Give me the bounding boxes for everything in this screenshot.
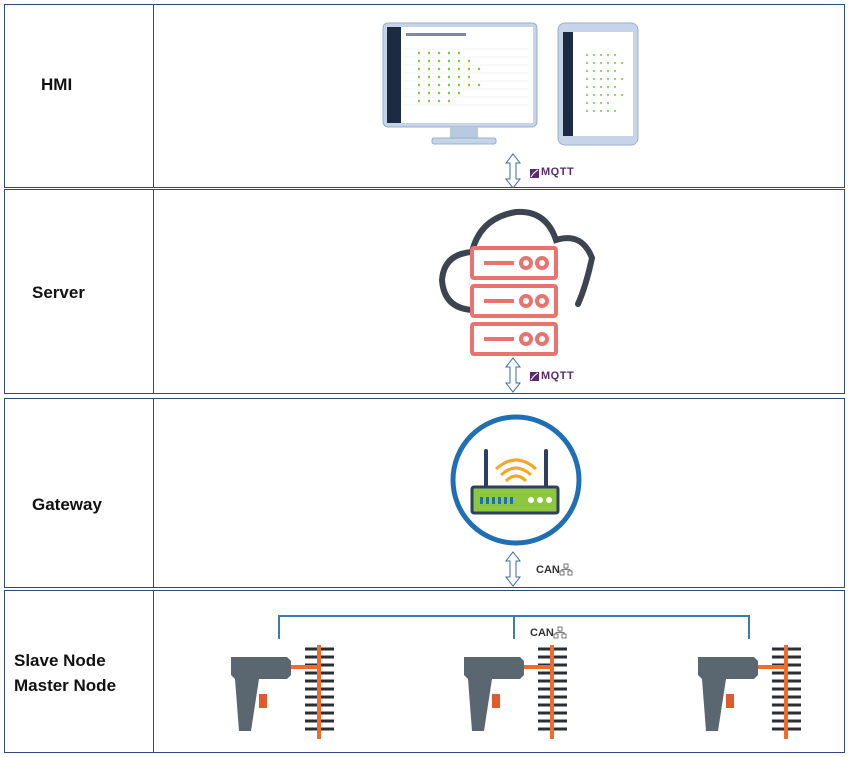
slave-node-label: Slave Node (14, 651, 106, 670)
hmi-server-protocol-label: MQTT (541, 166, 575, 178)
hmi-devices-illustration (382, 22, 639, 187)
hmi-label: HMI (41, 75, 73, 94)
hmi-content: MQTT (154, 5, 844, 187)
hmi-label-cell: HMI (5, 5, 154, 187)
router-icon (470, 449, 560, 515)
server-rack-icon (470, 246, 558, 356)
gateway-label-cell: Gateway (5, 399, 154, 587)
desktop-monitor-icon (382, 22, 538, 145)
gateway-content: CAN (154, 399, 844, 587)
hmi-row: HMI (4, 4, 845, 188)
nodes-content: CAN (154, 591, 844, 752)
barcode-scanner-icon (231, 645, 337, 739)
server-illustration (438, 208, 596, 393)
gateway-nodes-double-arrow-icon (504, 551, 522, 587)
nodes-illustration (231, 615, 804, 739)
gateway-label: Gateway (32, 495, 102, 514)
mqtt-logo-icon (530, 372, 539, 381)
mqtt-logo-icon (530, 169, 539, 178)
server-label: Server (32, 283, 85, 302)
gateway-illustration (450, 414, 582, 587)
tablet-icon (557, 22, 639, 146)
cloud-icon (438, 208, 596, 313)
barcode-scanner-icon (464, 645, 570, 739)
server-label-cell: Server (5, 190, 154, 393)
server-gateway-double-arrow-icon (504, 357, 522, 393)
network-topology-icon (559, 563, 573, 576)
server-content: MQTT (154, 190, 844, 393)
master-node-label: Master Node (14, 676, 117, 695)
network-topology-icon (553, 626, 567, 639)
server-gateway-protocol-label: MQTT (541, 370, 575, 382)
barcode-icon (284, 645, 337, 739)
barcode-icon (751, 645, 804, 739)
node-bus-protocol-label: CAN (530, 627, 554, 639)
barcode-icon (517, 645, 570, 739)
router-ring-icon (450, 414, 582, 546)
barcode-scanner-icon (698, 645, 804, 739)
nodes-row: Slave Node Master Node (4, 590, 845, 753)
server-row: Server (4, 189, 845, 394)
gateway-row: Gateway (4, 398, 845, 588)
nodes-label-cell: Slave Node Master Node (5, 591, 154, 752)
hmi-server-double-arrow-icon (504, 153, 522, 187)
gateway-nodes-protocol-label: CAN (536, 564, 560, 576)
